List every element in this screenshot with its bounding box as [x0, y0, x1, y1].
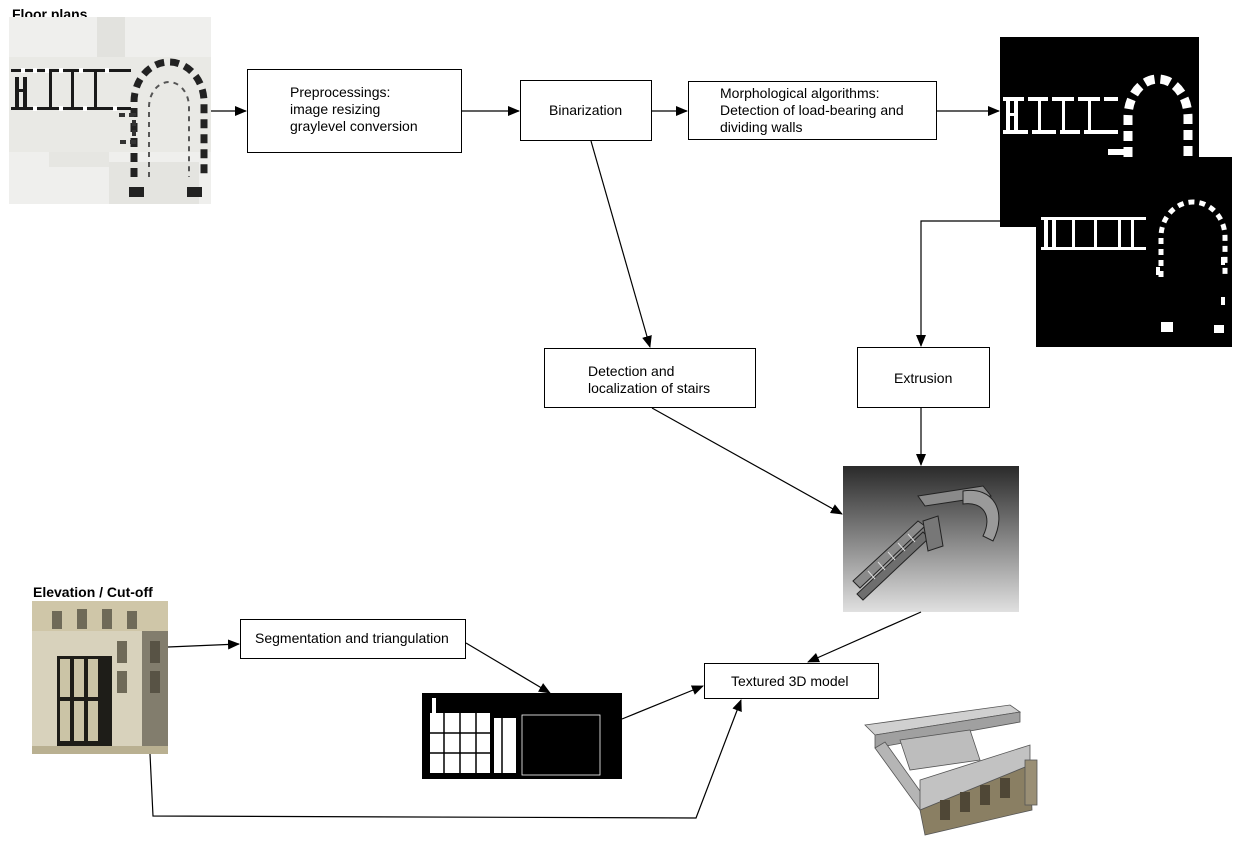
arrow-segmented-to-textured	[621, 685, 704, 720]
box-text-line: Binarization	[549, 102, 623, 118]
box-text-line: Textured 3D model	[731, 673, 849, 689]
box-text-line: localization of stairs	[588, 380, 711, 396]
box-text-line: Preprocessings:	[290, 84, 391, 100]
floor-plan-image	[9, 17, 211, 204]
binary-walls-image	[1036, 157, 1232, 347]
box-text-line: Extrusion	[894, 370, 953, 386]
segmented-elevation-image	[422, 693, 622, 779]
box-text-line: image resizing	[290, 101, 381, 117]
box-text-line: Segmentation and triangulation	[255, 630, 449, 646]
textured-model-box: Textured 3D model	[704, 663, 879, 699]
arrow-model-to-textured	[807, 611, 922, 663]
elevation-label: Elevation / Cut-off	[33, 584, 153, 600]
box-text-line: graylevel conversion	[290, 118, 418, 134]
arrow-binarization-to-stairs	[590, 140, 652, 348]
arrow-segmentation-to-segmented	[465, 642, 551, 694]
elevation-drawing-image	[32, 601, 168, 754]
extrusion-box: Extrusion	[857, 347, 990, 408]
arrow-elevation-to-textured	[149, 699, 742, 819]
arrow-stairs-to-model	[651, 407, 843, 515]
box-text-line: dividing walls	[720, 119, 803, 135]
segmentation-box: Segmentation and triangulation	[240, 619, 466, 659]
box-text-line: Detection and	[588, 363, 675, 379]
box-text-line: Morphological algorithms:	[720, 85, 880, 101]
binarization-box: Binarization	[520, 80, 652, 141]
arrow-elevation-to-segmentation	[167, 639, 240, 650]
textured-model-image	[864, 704, 1038, 836]
preprocessing-box: Preprocessings: image resizing graylevel…	[247, 69, 462, 153]
extruded-model-image	[843, 466, 1019, 612]
arrow-binary-image-to-extrusion	[916, 220, 1000, 347]
box-text-line: Detection of load-bearing and	[720, 102, 904, 118]
stairs-detection-box: Detection and localization of stairs	[544, 348, 756, 408]
morphological-box: Morphological algorithms: Detection of l…	[688, 81, 937, 140]
